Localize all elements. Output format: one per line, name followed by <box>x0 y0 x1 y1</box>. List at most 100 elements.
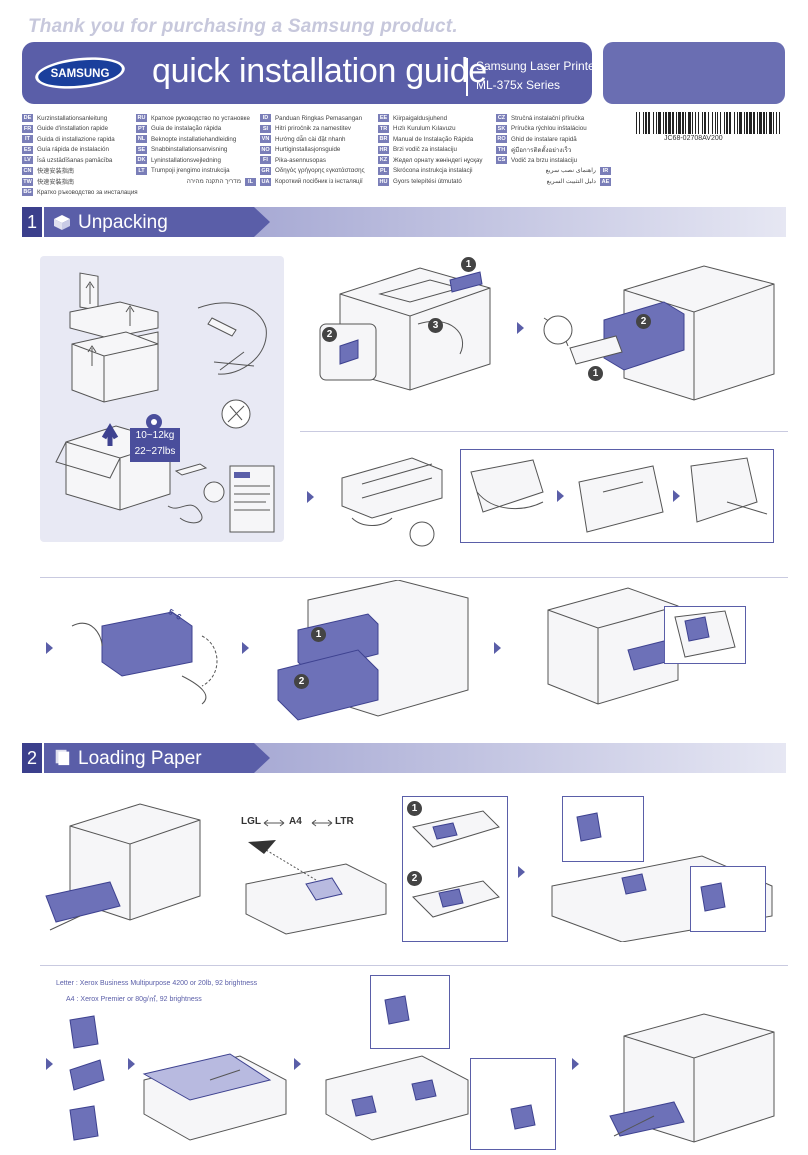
language-code-badge: TW <box>22 177 33 186</box>
language-guide-title: Guida di installazione rapida <box>37 135 115 143</box>
language-code-badge: HU <box>378 177 389 186</box>
weight-badge: 10~12kg 22~27lbs <box>130 428 180 462</box>
title-divider <box>466 58 468 96</box>
language-guide-title: Skrócona instrukcja instalacji <box>393 167 473 175</box>
language-guide-title: راهنمای نصب سریع <box>545 167 596 175</box>
guide-detail-frame <box>402 796 508 942</box>
language-entry: IL מדריך התקנה מהירה <box>136 177 256 187</box>
box-icon <box>54 215 70 230</box>
language-code-badge: LV <box>22 156 33 165</box>
section-number: 1 <box>22 207 42 237</box>
guide-detail <box>412 810 500 918</box>
language-code-badge: SK <box>496 124 507 133</box>
language-guide-title: Hızlı Kurulum Kılavuzu <box>393 125 456 133</box>
tape-removal-detail-frame <box>460 449 774 543</box>
size-arrows <box>263 819 333 827</box>
language-code-badge: FR <box>22 124 33 133</box>
language-guide-title: Guide d'installation rapide <box>37 125 109 133</box>
language-entry: IT Guida di installazione rapida <box>22 134 142 144</box>
language-guide-title: Hướng dẫn cài đặt nhanh <box>275 135 346 143</box>
shake-cartridge-illustration <box>71 611 218 705</box>
header-side-panel <box>603 42 785 104</box>
align-detail-2 <box>510 1104 536 1130</box>
language-guide-title: Trumpoji įrengimo instrukcija <box>151 167 230 175</box>
paper-icon <box>55 749 70 766</box>
model-line-2: ML-375x Series <box>476 78 561 92</box>
next-step-arrow <box>242 642 249 654</box>
language-code-badge: NO <box>260 145 271 154</box>
next-step-arrow <box>46 642 53 654</box>
next-step-arrow <box>517 322 524 334</box>
section-title: Loading Paper <box>78 748 202 769</box>
language-guide-title: Panduan Ringkas Pemasangan <box>275 114 363 122</box>
language-guide-title: Īsā uzstādīšanas pamācība <box>37 156 113 164</box>
language-guide-title: מדריך התקנה מהירה <box>186 178 241 186</box>
next-step-arrow <box>494 642 501 654</box>
language-code-badge: IT <box>22 135 33 144</box>
paper-size-a4: A4 <box>289 816 302 827</box>
weight-lbs: 22~27lbs <box>134 446 176 457</box>
align-paper-illustration <box>325 1055 469 1141</box>
flex-paper-illustration <box>69 1015 105 1141</box>
language-guide-title: Vodič za brzu instalaciju <box>511 156 578 164</box>
section-bar <box>44 207 786 237</box>
language-code-badge: DE <box>22 114 33 122</box>
weight-tag-hole-icon <box>146 414 162 430</box>
barcode <box>636 112 780 134</box>
language-code-badge: FI <box>260 156 271 165</box>
language-code-badge: KZ <box>378 156 389 165</box>
language-guide-title: Hurtiginstallasjonsguide <box>275 146 341 154</box>
language-code-badge: BG <box>22 188 33 197</box>
section-title: Unpacking <box>78 212 168 233</box>
step-badge: 1 <box>311 627 326 642</box>
align-detail-frame-1 <box>370 975 450 1049</box>
squeeze-detail-1 <box>576 812 602 842</box>
language-entry: LV Īsā uzstādīšanas pamācība <box>22 155 142 165</box>
language-guide-title: Guia de instalação rápida <box>151 125 222 133</box>
language-code-badge: CN <box>22 166 33 175</box>
pull-out-tray-illustration <box>45 803 201 931</box>
language-guide-title: Kurzinstallationsanleitung <box>37 114 108 122</box>
squeeze-detail-frame-2 <box>690 866 766 932</box>
weight-kg: 10~12kg <box>135 430 175 441</box>
remove-tape-illustration <box>319 267 491 391</box>
language-guide-title: Guía rápida de instalación <box>37 146 109 154</box>
paper-note-letter: Letter : Xerox Business Multipurpose 420… <box>56 980 258 987</box>
language-guide-title: Краткое руководство по установке <box>151 114 250 122</box>
cartridge-unpack-illustration <box>341 457 443 547</box>
squeeze-detail-2 <box>700 882 726 912</box>
next-step-arrow <box>294 1058 301 1070</box>
language-code-badge: SE <box>136 145 147 154</box>
part-number: JC68-02708AV200 <box>664 135 723 142</box>
next-step-arrow <box>673 490 680 502</box>
close-tray-illustration <box>609 1013 775 1143</box>
step-badge: 1 <box>407 801 422 816</box>
language-guide-title: Жедел орнату жөніндегі нұсқау <box>393 156 483 164</box>
language-entry: FR Guide d'installation rapide <box>22 124 142 134</box>
language-code-badge: IL <box>245 177 256 186</box>
language-code-badge: PL <box>378 166 389 175</box>
back-cover-detail <box>674 610 736 658</box>
language-guide-title: Manual de Instalação Rápida <box>393 135 474 143</box>
language-guide-title: دليل التثبيت السريع <box>546 178 596 186</box>
model-line-1: Samsung Laser Printer <box>476 59 599 73</box>
paper-note-a4: A4 : Xerox Premier or 80g/㎡, 92 brightne… <box>66 996 202 1003</box>
step-badge: 2 <box>294 674 309 689</box>
insert-paper-illustration <box>142 1053 287 1141</box>
